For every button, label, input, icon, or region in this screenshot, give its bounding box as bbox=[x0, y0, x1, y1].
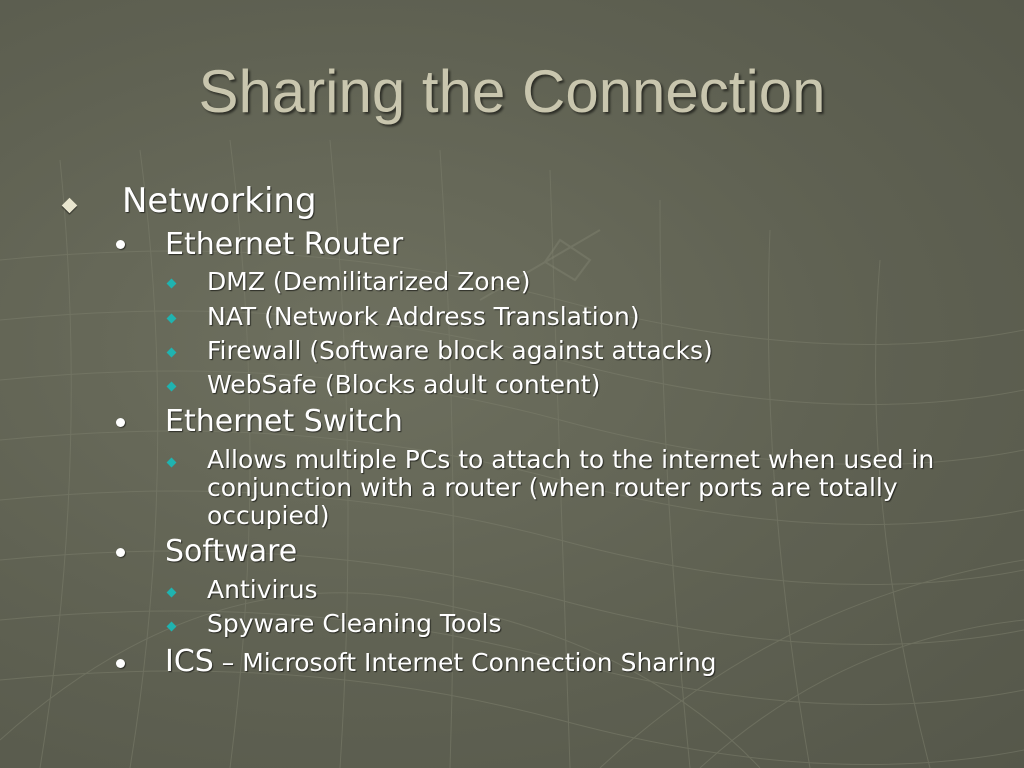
ics-label: ICS bbox=[165, 644, 214, 679]
list-item-spyware-tools: Spyware Cleaning Tools bbox=[207, 609, 502, 638]
teal-diamond-bullet-icon bbox=[166, 313, 177, 324]
list-item-ethernet-switch: Ethernet Switch bbox=[165, 404, 403, 439]
dot-bullet-icon bbox=[116, 418, 125, 427]
list-item-websafe: WebSafe (Blocks adult content) bbox=[207, 370, 601, 399]
teal-diamond-bullet-icon bbox=[166, 278, 177, 289]
slide-title: Sharing the Connection bbox=[198, 58, 826, 125]
dot-bullet-icon bbox=[116, 548, 125, 557]
teal-diamond-bullet-icon bbox=[166, 457, 177, 468]
list-item-switch-description: Allows multiple PCs to attach to the int… bbox=[207, 445, 935, 530]
list-item-networking: Networking bbox=[122, 181, 317, 221]
teal-diamond-bullet-icon bbox=[166, 347, 177, 358]
ics-description: – Microsoft Internet Connection Sharing bbox=[213, 648, 717, 677]
list-item-software: Software bbox=[165, 534, 298, 569]
diamond-bullet-icon bbox=[61, 197, 78, 214]
list-item-dmz: DMZ (Demilitarized Zone) bbox=[207, 267, 531, 296]
list-item-nat: NAT (Network Address Translation) bbox=[207, 302, 640, 331]
dot-bullet-icon bbox=[116, 659, 125, 668]
list-item-ics: ICS – Microsoft Internet Connection Shar… bbox=[165, 644, 717, 679]
dot-bullet-icon bbox=[116, 240, 125, 249]
teal-diamond-bullet-icon bbox=[166, 621, 177, 632]
teal-diamond-bullet-icon bbox=[166, 587, 177, 598]
list-item-ethernet-router: Ethernet Router bbox=[165, 227, 404, 262]
list-item-antivirus: Antivirus bbox=[207, 575, 318, 604]
list-item-firewall: Firewall (Software block against attacks… bbox=[207, 336, 713, 365]
teal-diamond-bullet-icon bbox=[166, 381, 177, 392]
